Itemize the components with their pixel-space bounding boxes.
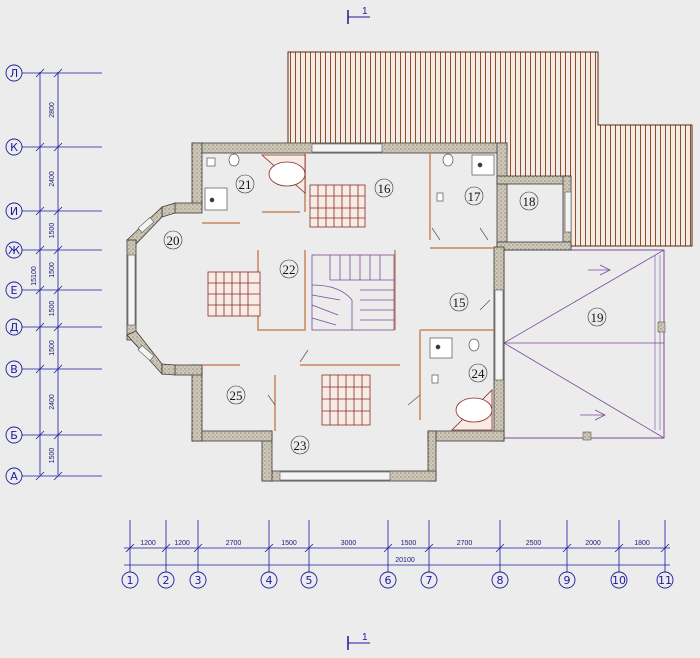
room-label-17: 17: [468, 189, 482, 204]
room-label-23: 23: [294, 438, 307, 453]
room-label-24: 24: [472, 366, 486, 381]
horizontal-dimension: 1200: [174, 540, 190, 547]
row-axis-5: Е: [5, 281, 102, 299]
column-axis-label: 9: [564, 574, 571, 587]
section-mark-top: 1: [347, 6, 370, 24]
row-axis-label: Л: [10, 67, 18, 80]
bed-room-16: [309, 184, 366, 228]
room-label-25: 25: [230, 388, 243, 403]
room-label-20: 20: [167, 233, 180, 248]
vertical-dimension: 1500: [49, 262, 56, 278]
vertical-dimension: 2400: [49, 394, 56, 410]
column-axis-3: 3: [189, 520, 207, 589]
row-axes: Л К И Ж Е Д В Б А: [5, 64, 102, 485]
horizontal-total-dimension: 20100: [395, 557, 415, 564]
vertical-dimension: 2800: [49, 102, 56, 118]
room-label-21: 21: [239, 177, 252, 192]
room-label-15: 15: [453, 295, 466, 310]
vertical-dimension: 1500: [49, 448, 56, 464]
column-axis-label: 1: [127, 574, 134, 587]
bathroom-fixtures: [204, 153, 495, 384]
row-axis-6: Д: [5, 318, 102, 336]
row-axis-label: Е: [11, 284, 18, 297]
column-axis-7: 7: [420, 520, 438, 589]
terrace-19: [503, 249, 666, 441]
column-axis-1: 1: [121, 520, 139, 589]
row-axis-7: В: [5, 360, 102, 378]
row-axis-label: И: [10, 205, 18, 218]
horizontal-dimension: 1500: [281, 540, 297, 547]
horizontal-dimension: 1800: [634, 540, 650, 547]
row-axis-label: Д: [10, 321, 19, 334]
horizontal-dimension-chain: [124, 547, 670, 566]
section-mark-top-label: 1: [362, 6, 368, 17]
vertical-dimensions: 2800 2400 1500 1500 1500 1500 2400 1500: [49, 102, 56, 463]
row-axis-label: Б: [10, 429, 18, 442]
bed-room-22: [207, 271, 261, 317]
column-axis-11: 11: [656, 520, 674, 589]
column-axis-4: 4: [260, 520, 278, 589]
room-labels: 15 16 17 18 19 20 21 22 23 24 25: [163, 174, 607, 455]
vertical-dimension: 1500: [49, 301, 56, 317]
horizontal-dimension: 1200: [140, 540, 156, 547]
section-mark-bottom: 1: [347, 632, 370, 650]
row-axis-8: Б: [5, 426, 102, 444]
column-axis-label: 4: [266, 574, 273, 587]
row-axis-label: К: [10, 141, 18, 154]
windows: [127, 143, 572, 481]
horizontal-dimension: 1500: [401, 540, 417, 547]
room-label-18: 18: [523, 194, 536, 209]
horizontal-dimensions: 1200 1200 2700 1500 3000 1500 2700 2500 2000 1800: [140, 540, 650, 547]
vertical-dimension: 2400: [49, 171, 56, 187]
column-axis-label: 7: [426, 574, 433, 587]
row-axis-label: В: [10, 363, 18, 376]
column-axis-label: 10: [612, 574, 626, 587]
horizontal-dimension: 2700: [226, 540, 242, 547]
vertical-dimension-chain: [39, 72, 59, 475]
column-axis-label: 2: [163, 574, 170, 587]
row-axis-9: А: [5, 467, 102, 485]
room-label-22: 22: [283, 262, 296, 277]
row-axis-3: И: [5, 202, 102, 220]
column-axis-10: 10: [610, 520, 628, 589]
column-axis-8: 8: [491, 520, 509, 589]
column-axis-label: 3: [195, 574, 202, 587]
row-axis-1: Л: [5, 64, 102, 82]
bathtub-24: [451, 389, 493, 431]
column-axis-5: 5: [300, 520, 318, 589]
row-axis-2: К: [5, 138, 102, 156]
room-label-19: 19: [591, 310, 604, 325]
column-axis-6: 6: [379, 520, 397, 589]
column-axis-label: 8: [497, 574, 504, 587]
column-axis-label: 6: [385, 574, 392, 587]
vertical-total-dimension: 15100: [31, 266, 38, 286]
column-axis-label: 5: [306, 574, 313, 587]
vertical-dimension: 1500: [49, 340, 56, 356]
horizontal-dimension: 3000: [341, 540, 357, 547]
vertical-dimension: 1500: [49, 223, 56, 239]
row-axis-label: А: [10, 470, 18, 483]
bathtub-21: [260, 154, 306, 194]
row-axis-label: Ж: [8, 244, 20, 257]
row-axis-4: Ж: [5, 241, 102, 259]
staircase: [311, 254, 395, 331]
column-axes: 1 2 3 4 5 6 7 8 9 10 11: [121, 520, 674, 589]
horizontal-dimension: 2700: [457, 540, 473, 547]
bed-room-23: [321, 374, 371, 426]
column-axis-2: 2: [157, 520, 175, 589]
column-axis-9: 9: [558, 520, 576, 589]
horizontal-dimension: 2500: [526, 540, 542, 547]
horizontal-dimension: 2000: [585, 540, 601, 547]
section-mark-bottom-label: 1: [362, 632, 368, 643]
column-axis-label: 11: [658, 574, 672, 587]
door-swings: [267, 227, 491, 406]
room-label-16: 16: [378, 181, 392, 196]
